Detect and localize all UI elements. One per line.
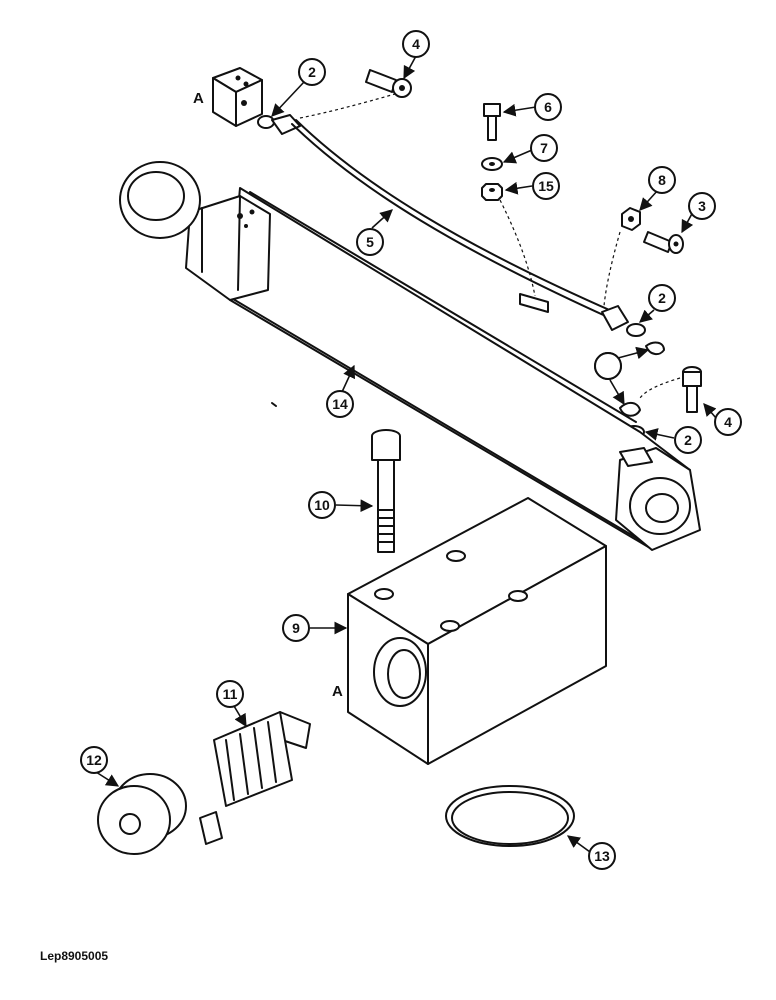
callout-2-right-lower: 2 [674, 426, 702, 454]
pipe-bracket [519, 293, 549, 313]
callout-11: 11 [216, 680, 244, 708]
callout-2-right-upper: 2 [648, 284, 676, 312]
nut-and-bolt-right [603, 207, 684, 307]
stray-mark [271, 402, 277, 407]
o-ring-right [626, 323, 646, 337]
callout-13: 13 [588, 842, 616, 870]
callout-9: 9 [282, 614, 310, 642]
svg-text:6: 6 [544, 99, 552, 115]
callout-12: 12 [80, 746, 108, 774]
svg-text:13: 13 [594, 848, 610, 864]
large-o-ring [445, 785, 575, 847]
split-flange-upper [645, 341, 665, 356]
port-label-a-top: A [193, 90, 204, 107]
callout-4-right: 4 [714, 408, 742, 436]
callout-7: 7 [530, 134, 558, 162]
svg-text:4: 4 [724, 414, 732, 430]
bolt-washer-nut-stack [481, 103, 536, 297]
callout-6: 6 [534, 93, 562, 121]
hydraulic-cylinder [119, 161, 701, 551]
callout-4-top: 4 [402, 30, 430, 58]
svg-text:10: 10 [314, 497, 330, 513]
cartridge-valve [199, 711, 311, 845]
svg-text:3: 3 [698, 198, 706, 214]
callout-1-second [594, 352, 622, 380]
bolt-right [639, 366, 702, 413]
callout-10: 10 [308, 491, 336, 519]
svg-text:15: 15 [538, 178, 554, 194]
bolt-top [365, 69, 412, 98]
callout-14: 14 [326, 390, 354, 418]
long-socket-bolt [371, 429, 401, 553]
svg-text:2: 2 [684, 432, 692, 448]
split-flange-lower [619, 402, 641, 417]
port-label-a-bottom: A [332, 683, 343, 700]
svg-text:5: 5 [366, 234, 374, 250]
svg-text:2: 2 [308, 64, 316, 80]
pipe-assembly [271, 93, 629, 331]
leader-lines [95, 55, 717, 853]
plug [97, 773, 187, 855]
svg-text:8: 8 [658, 172, 666, 188]
svg-text:7: 7 [540, 140, 548, 156]
o-ring-top [257, 115, 275, 129]
callout-5: 5 [356, 228, 384, 256]
svg-text:4: 4 [412, 36, 420, 52]
svg-text:14: 14 [332, 396, 348, 412]
callout-3: 3 [688, 192, 716, 220]
large-o-ring-inner [451, 791, 569, 845]
valve-block [347, 497, 607, 765]
svg-text:12: 12 [86, 752, 102, 768]
svg-text:9: 9 [292, 620, 300, 636]
callout-2-top: 2 [298, 58, 326, 86]
callout-8: 8 [648, 166, 676, 194]
reference-code: Lep8905005 [40, 949, 108, 963]
svg-text:2: 2 [658, 290, 666, 306]
small-valve-block [212, 67, 263, 127]
svg-text:11: 11 [223, 686, 238, 702]
callout-15: 15 [532, 172, 560, 200]
